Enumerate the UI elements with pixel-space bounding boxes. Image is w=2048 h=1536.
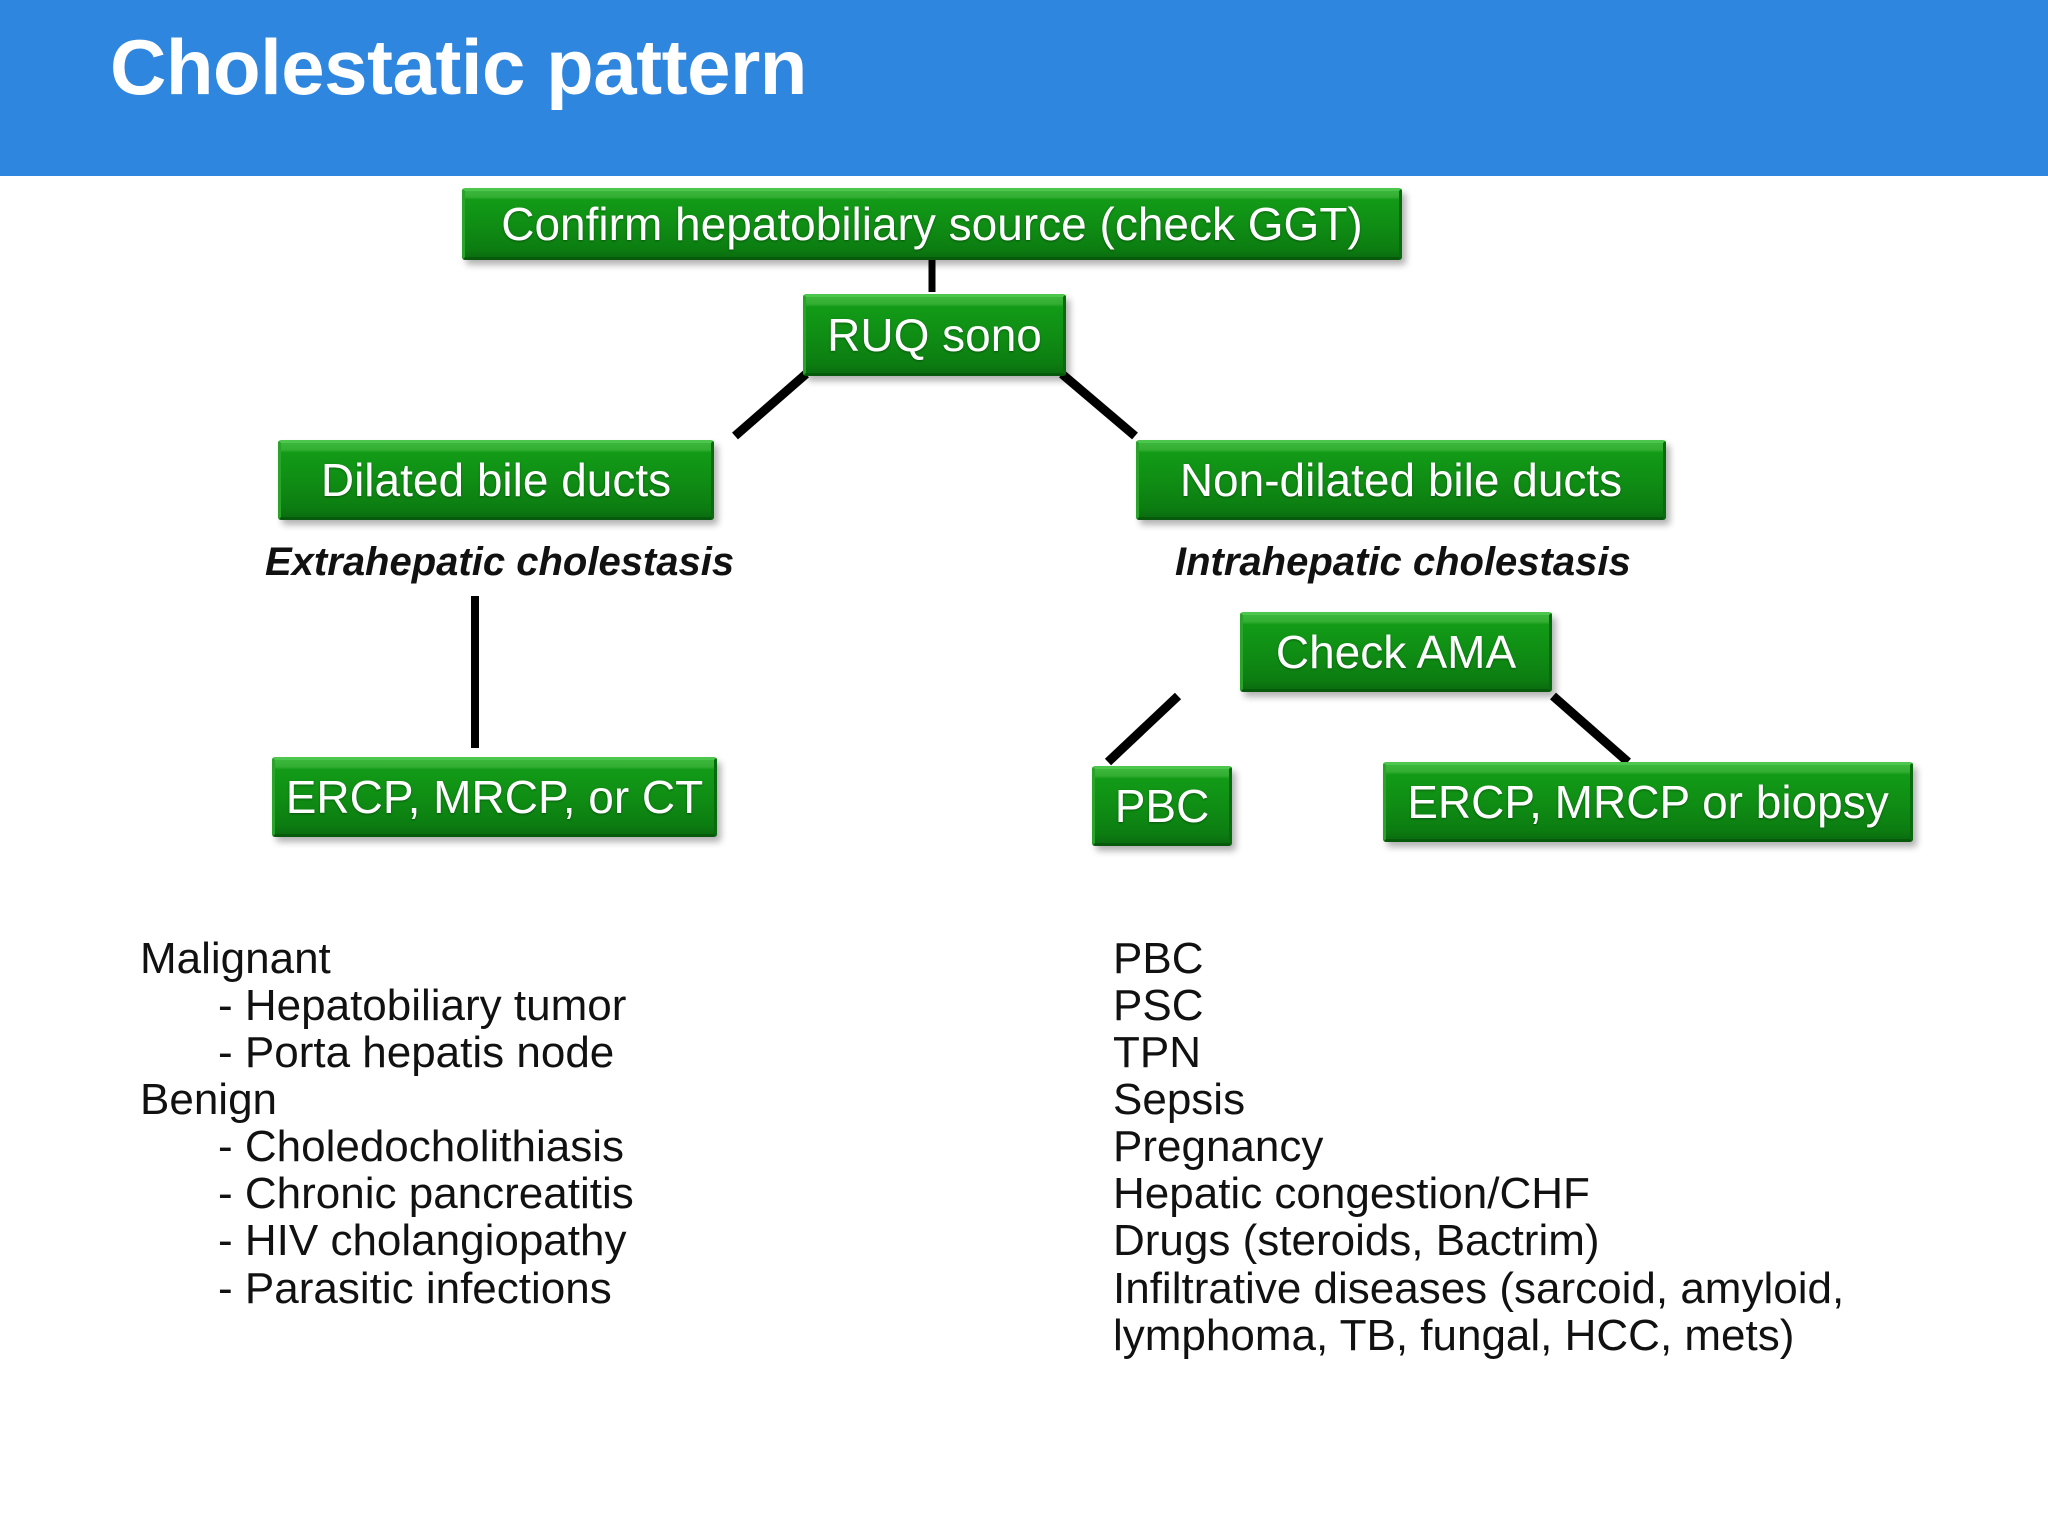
caption-extrahepatic-cholestasis: Extrahepatic cholestasis xyxy=(265,540,735,584)
intrahepatic-dx-item: TPN xyxy=(1113,1028,1201,1078)
edge-ruq-dilated xyxy=(732,370,809,440)
node-pbc[interactable]: PBC xyxy=(1092,766,1232,846)
extrahepatic-dx-item: - Choledocholithiasis xyxy=(218,1122,624,1172)
intrahepatic-dx-item: Sepsis xyxy=(1113,1075,1246,1125)
intrahepatic-dx-item: PBC xyxy=(1113,934,1204,983)
node-ercp-mrcp-or-ct[interactable]: ERCP, MRCP, or CT xyxy=(272,757,717,837)
node-label: Non-dilated bile ducts xyxy=(1179,454,1623,506)
edge-checkama-ercpbiopsy xyxy=(1550,692,1631,766)
edge-checkama-pbc xyxy=(1104,692,1182,766)
intrahepatic-dx-item: PSC xyxy=(1113,981,1204,1031)
slide-header-bar xyxy=(0,0,2048,176)
intrahepatic-dx-item: lymphoma, TB, fungal, HCC, mets) xyxy=(1113,1310,1795,1360)
node-dilated-bile-ducts[interactable]: Dilated bile ducts xyxy=(278,440,714,520)
differential-list-extrahepatic: Malignant- Hepatobiliary tumor- Porta he… xyxy=(140,935,634,1312)
extrahepatic-dx-item: - Parasitic infections xyxy=(218,1263,612,1313)
extrahepatic-dx-item: Benign xyxy=(140,1075,278,1125)
node-confirm-hepatobiliary-source[interactable]: Confirm hepatobiliary source (check GGT) xyxy=(462,188,1402,260)
intrahepatic-dx-item: Pregnancy xyxy=(1113,1122,1324,1172)
extrahepatic-dx-item: - Porta hepatis node xyxy=(218,1028,615,1078)
node-ruq-sono[interactable]: RUQ sono xyxy=(803,294,1066,376)
intrahepatic-dx-item: Hepatic congestion/CHF xyxy=(1113,1169,1590,1219)
node-label: ERCP, MRCP, or CT xyxy=(285,771,704,823)
edge-ruq-nondilated xyxy=(1059,370,1138,440)
page-title: Cholestatic pattern xyxy=(110,23,807,111)
node-label: PBC xyxy=(1114,780,1210,832)
extrahepatic-dx-item: - HIV cholangiopathy xyxy=(218,1216,627,1266)
extrahepatic-dx-item: - Hepatobiliary tumor xyxy=(218,981,627,1031)
node-label: Dilated bile ducts xyxy=(320,454,672,506)
node-non-dilated-bile-ducts[interactable]: Non-dilated bile ducts xyxy=(1136,440,1666,520)
intrahepatic-dx-item: Drugs (steroids, Bactrim) xyxy=(1113,1216,1600,1266)
extrahepatic-dx-item: - Chronic pancreatitis xyxy=(218,1169,634,1219)
node-check-ama[interactable]: Check AMA xyxy=(1240,612,1552,692)
node-label: Confirm hepatobiliary source (check GGT) xyxy=(501,198,1363,250)
caption-intrahepatic-cholestasis: Intrahepatic cholestasis xyxy=(1175,540,1631,584)
node-label: ERCP, MRCP or biopsy xyxy=(1407,776,1889,828)
node-ercp-mrcp-or-biopsy[interactable]: ERCP, MRCP or biopsy xyxy=(1383,762,1913,842)
extrahepatic-dx-item: Malignant xyxy=(140,934,331,983)
intrahepatic-dx-item: Infiltrative diseases (sarcoid, amyloid, xyxy=(1113,1263,1845,1313)
node-label: RUQ sono xyxy=(827,309,1042,361)
node-label: Check AMA xyxy=(1275,626,1517,678)
